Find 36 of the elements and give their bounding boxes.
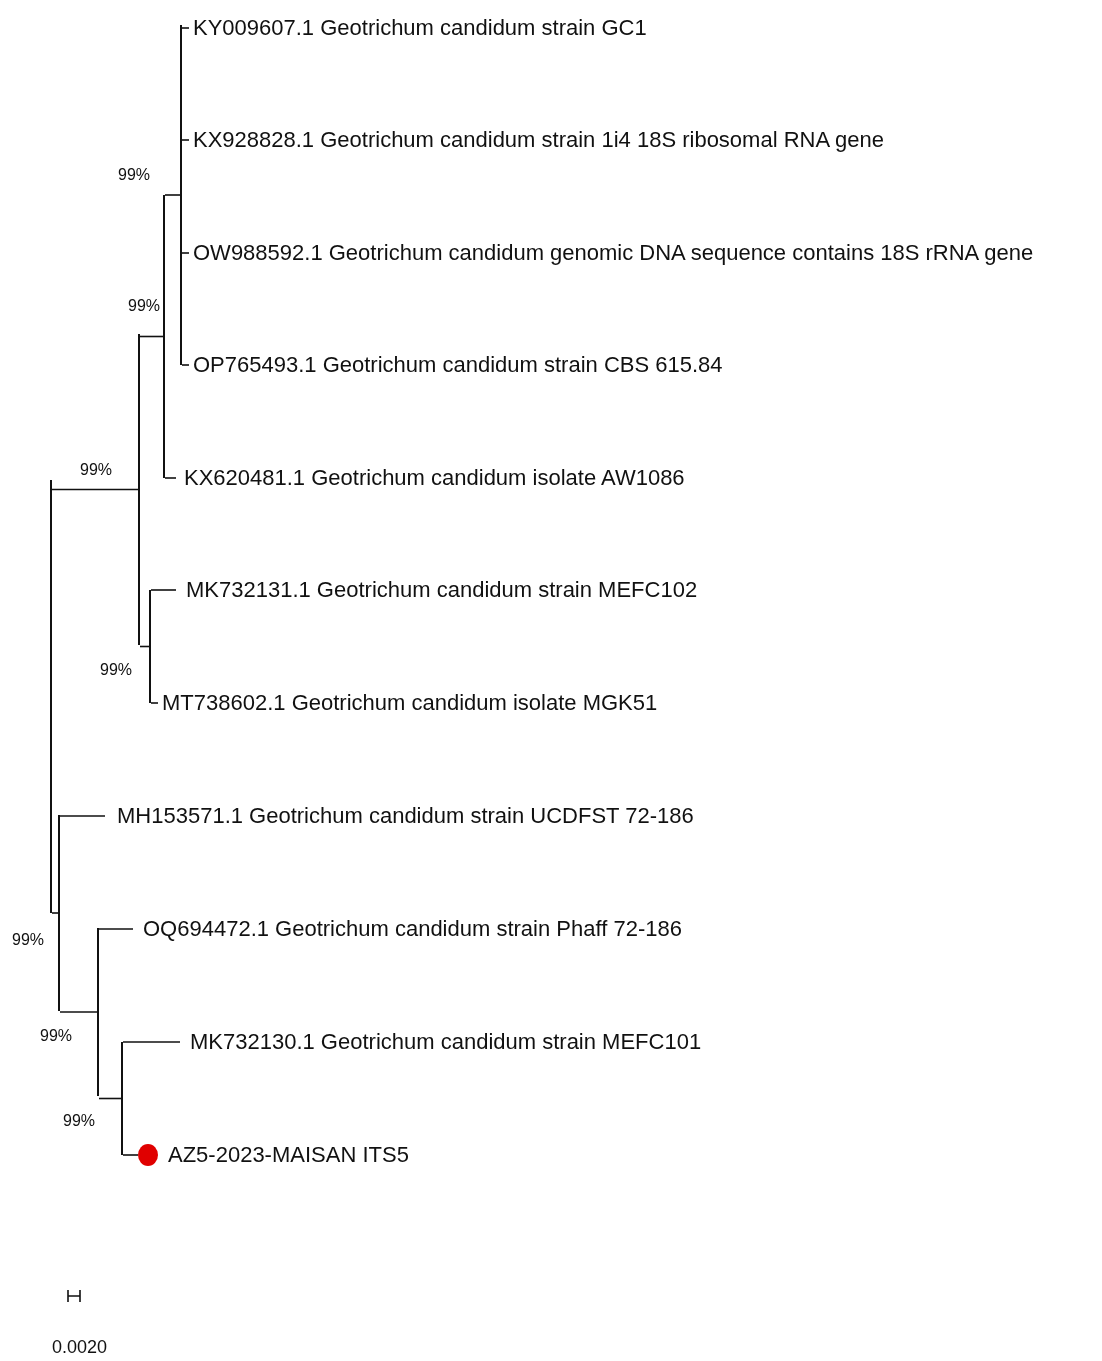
taxon-label: MK732131.1 Geotrichum candidum strain MEFC102 — [186, 576, 698, 604]
taxon-label: KX928828.1 Geotrichum candidum strain 1i4 18S ribosomal RNA gene — [193, 126, 884, 154]
taxon-label: OW988592.1 Geotrichum candidum genomic DNA sequence contains 18S rRNA gene — [193, 239, 1034, 267]
tree-branch — [98, 928, 134, 930]
tree-branch — [59, 815, 106, 817]
bootstrap-value: 99% — [40, 1026, 73, 1046]
tree-branch — [150, 702, 159, 704]
tree-branch — [181, 364, 190, 366]
tree-branch — [181, 139, 190, 141]
bootstrap-value: 99% — [12, 930, 45, 950]
tree-branch — [139, 335, 164, 338]
taxon-label: KX620481.1 Geotrichum candidum isolate AW1086 — [184, 464, 685, 492]
tree-branch — [51, 912, 59, 914]
taxon-label: MH153571.1 Geotrichum candidum strain UCDFST 72-186 — [117, 802, 694, 830]
scale-value: 0.0020 — [52, 1336, 108, 1358]
tree-branch — [98, 1097, 122, 1100]
taxon-label: MK732130.1 Geotrichum candidum strain MEFC101 — [190, 1028, 702, 1056]
taxon-label: OP765493.1 Geotrichum candidum strain CBS 615.84 — [193, 351, 723, 379]
tree-branch — [150, 589, 177, 591]
tree-branch — [164, 194, 181, 196]
taxon-label: OQ694472.1 Geotrichum candidum strain Phaff 72-186 — [143, 915, 682, 943]
tree-branch — [59, 1011, 98, 1013]
taxon-label: MT738602.1 Geotrichum candidum isolate MGK51 — [162, 689, 658, 717]
bootstrap-value: 99% — [63, 1111, 96, 1131]
tree-branch — [181, 27, 190, 29]
bootstrap-value: 99% — [80, 460, 113, 480]
taxon-label: AZ5-2023-MAISAN ITS5 — [168, 1141, 409, 1169]
tree-branch — [122, 1154, 139, 1156]
bootstrap-value: 99% — [100, 660, 133, 680]
tree-branch — [51, 488, 139, 491]
tree-branch — [164, 477, 177, 479]
bootstrap-value: 99% — [118, 165, 151, 185]
taxon-label: KY009607.1 Geotrichum candidum strain GC1 — [193, 14, 647, 42]
tree-branch — [122, 1041, 181, 1043]
bootstrap-value: 99% — [128, 296, 161, 316]
tree-branch — [181, 252, 190, 254]
